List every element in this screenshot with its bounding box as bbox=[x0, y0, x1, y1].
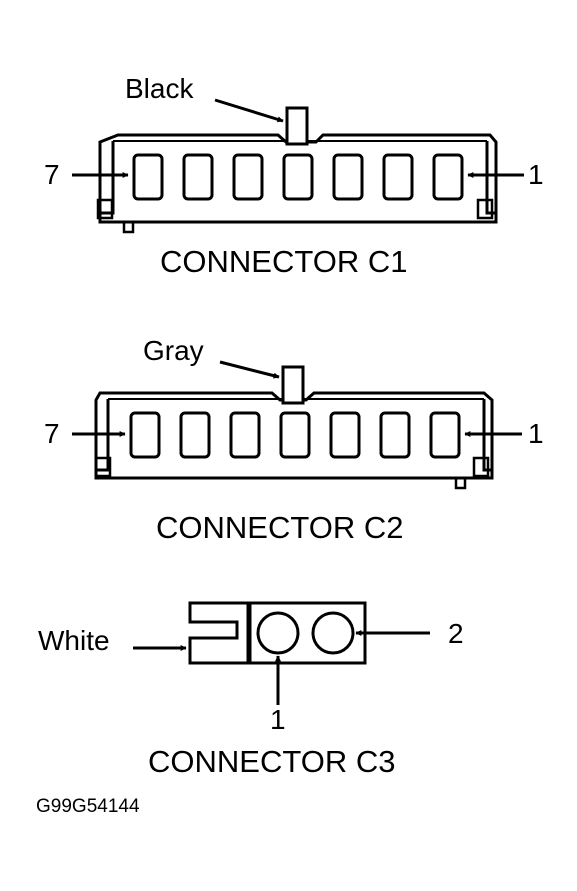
c3-pin-1-label: 1 bbox=[270, 704, 286, 735]
figure-code: G99G54144 bbox=[36, 796, 140, 817]
connector-c2-arrows bbox=[72, 360, 522, 437]
c2-pin-7-label: 7 bbox=[44, 418, 60, 449]
c1-pin-7-label: 7 bbox=[44, 159, 60, 190]
connector-c3-cavities bbox=[256, 611, 355, 655]
connector-c1-key bbox=[285, 106, 309, 146]
connector-c1-cavities bbox=[132, 153, 464, 201]
c2-color-label: Gray bbox=[143, 335, 204, 366]
c1-title: CONNECTOR C1 bbox=[160, 244, 408, 279]
connector-c3-arrows bbox=[133, 630, 430, 705]
c3-title: CONNECTOR C3 bbox=[148, 744, 396, 779]
c1-color-label: Black bbox=[125, 73, 194, 104]
c1-pin-1-label: 1 bbox=[528, 159, 544, 190]
c3-pin-2-label: 2 bbox=[448, 618, 464, 649]
connector-c2-key bbox=[281, 365, 305, 405]
connector-c2-cavities bbox=[129, 411, 461, 459]
c2-title: CONNECTOR C2 bbox=[156, 510, 404, 545]
c2-pin-1-label: 1 bbox=[528, 418, 544, 449]
connector-c2-body bbox=[94, 391, 494, 490]
connector-c1-arrows bbox=[72, 98, 524, 178]
connector-c1-body bbox=[96, 133, 498, 234]
c3-color-label: White bbox=[38, 625, 110, 656]
